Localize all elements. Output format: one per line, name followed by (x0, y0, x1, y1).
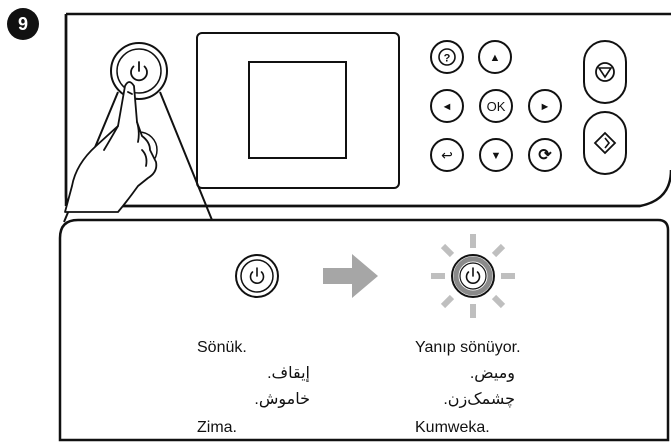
ok-button[interactable] (479, 89, 513, 123)
power-icon (249, 267, 265, 284)
flashing-label-fa: چشمک‌زن. (443, 391, 515, 408)
power-button-off (235, 254, 279, 298)
off-label-ar: إيقاف. (267, 365, 310, 382)
flashing-label-ar: وميض. (469, 365, 515, 382)
back-icon: ↩ (441, 147, 453, 163)
off-label-tr: Sönük. (197, 339, 247, 356)
left-button[interactable] (430, 89, 464, 123)
flash-rays (431, 234, 515, 318)
lcd-screen (248, 61, 347, 159)
power-button-flashing (451, 254, 495, 298)
refresh-button[interactable] (528, 138, 562, 172)
keypad (430, 40, 562, 172)
pointing-hand-icon (64, 81, 158, 213)
off-label-sw: Zima. (197, 419, 237, 436)
refresh-icon: ⟳ (538, 147, 552, 164)
help-icon (438, 48, 456, 66)
power-icon (130, 61, 148, 82)
back-button[interactable] (430, 138, 464, 172)
svg-text:9: 9 (18, 14, 28, 34)
off-label-fa: خاموش. (254, 391, 310, 408)
transition-arrow (323, 254, 378, 298)
up-button[interactable] (478, 40, 512, 74)
down-button[interactable] (479, 138, 513, 172)
flashing-label-tr: Yanıp sönüyor. (415, 339, 521, 356)
left-arrow-icon: ◄ (442, 101, 453, 113)
detail-box (58, 218, 670, 442)
right-arrow-icon: ► (540, 101, 551, 113)
step-badge: 9 (7, 8, 39, 40)
help-button[interactable] (430, 40, 464, 74)
start-icon (593, 131, 617, 155)
panel-power-button[interactable] (110, 42, 168, 100)
stop-button[interactable] (583, 40, 627, 104)
up-arrow-icon: ▲ (490, 52, 501, 64)
ok-label: OK (487, 99, 506, 114)
start-button[interactable] (583, 111, 627, 175)
right-button[interactable] (528, 89, 562, 123)
power-icon (465, 267, 481, 284)
down-arrow-icon: ▼ (491, 150, 502, 162)
stop-icon (595, 62, 615, 82)
svg-text:?: ? (444, 53, 451, 65)
flashing-label-sw: Kumweka. (415, 419, 490, 436)
